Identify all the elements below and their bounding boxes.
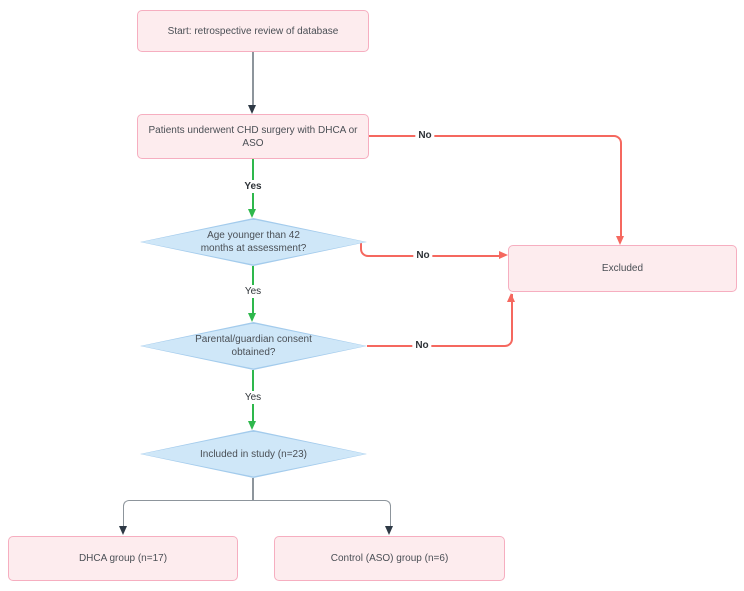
edge-label-yes: Yes bbox=[241, 285, 265, 298]
edge-surgery-no bbox=[369, 135, 622, 236]
node-excluded: Excluded bbox=[508, 245, 737, 292]
node-control-group: Control (ASO) group (n=6) bbox=[274, 536, 505, 581]
arrowhead-down-icon bbox=[385, 526, 393, 535]
arrowhead-down-icon bbox=[248, 421, 256, 430]
edge-split-to-dhca bbox=[123, 500, 253, 526]
node-age-decision: Age younger than 42 months at assessment… bbox=[140, 218, 367, 266]
edge-start-to-surgery bbox=[252, 52, 254, 105]
node-age-label: Age younger than 42 months at assessment… bbox=[200, 230, 307, 254]
node-start: Start: retrospective review of database bbox=[137, 10, 369, 52]
node-included-decision: Included in study (n=23) bbox=[140, 430, 367, 478]
arrowhead-up-icon bbox=[507, 293, 515, 302]
node-dhca-group: DHCA group (n=17) bbox=[8, 536, 238, 581]
node-surgery: Patients underwent CHD surgery with DHCA… bbox=[137, 114, 369, 159]
edge-label-no: No bbox=[412, 339, 432, 352]
node-consent-label: Parental/guardian consent obtained? bbox=[195, 334, 312, 358]
edge-split-to-control bbox=[252, 500, 391, 526]
node-consent-decision: Parental/guardian consent obtained? bbox=[140, 322, 367, 370]
arrowhead-right-icon bbox=[499, 251, 508, 259]
edge-label-no: No bbox=[413, 249, 433, 262]
edge-label-yes: Yes bbox=[241, 391, 265, 404]
arrowhead-down-icon bbox=[119, 526, 127, 535]
edge-included-stem bbox=[252, 478, 254, 501]
node-included-label: Included in study (n=23) bbox=[199, 448, 307, 460]
arrowhead-down-icon bbox=[248, 105, 256, 114]
edge-label-no: No bbox=[415, 129, 435, 142]
edge-label-yes: Yes bbox=[241, 180, 265, 193]
arrowhead-down-icon bbox=[616, 236, 624, 245]
arrowhead-down-icon bbox=[248, 313, 256, 322]
edge-consent-no bbox=[367, 294, 513, 347]
arrowhead-down-icon bbox=[248, 209, 256, 218]
